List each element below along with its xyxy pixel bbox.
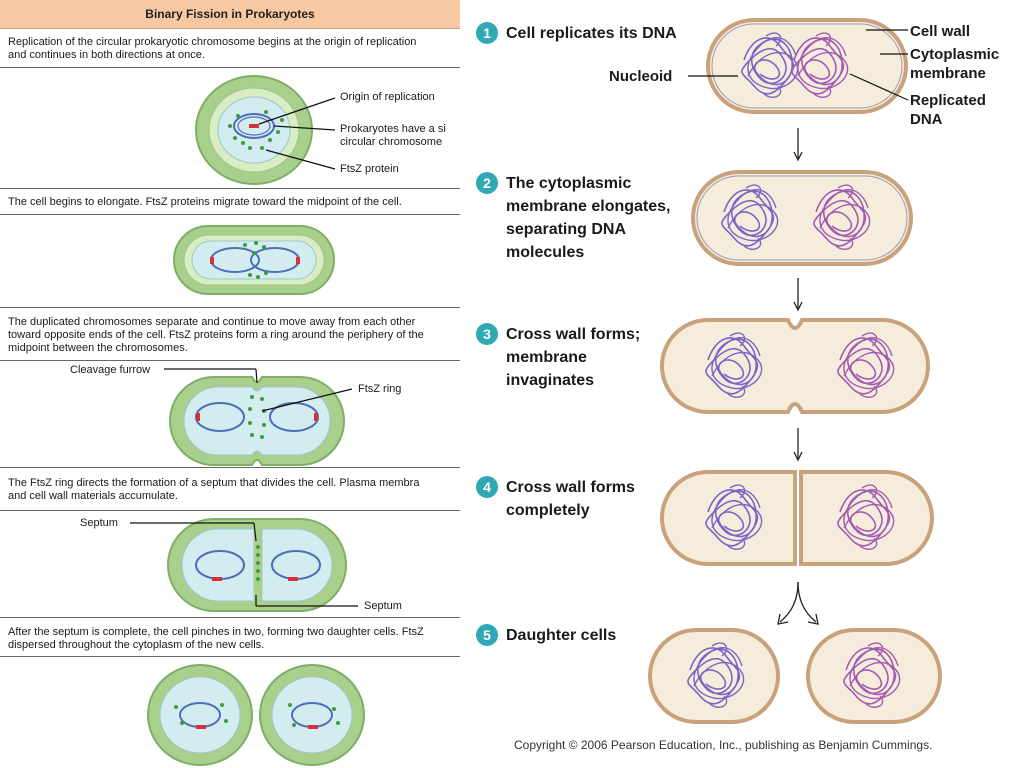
divider	[0, 617, 460, 618]
label-cleavage-furrow: Cleavage furrow	[70, 364, 151, 376]
divider	[0, 67, 460, 68]
label-origin-of-replication: Origin of replication	[340, 91, 435, 103]
stage-elongation	[0, 215, 460, 305]
divider	[0, 214, 460, 215]
step-text: Cross wall forms; membrane invaginates	[506, 326, 641, 389]
cell-diagram-separation	[164, 368, 353, 466]
openstax-binary-fission-panel: Binary Fission in Prokaryotes Replicatio…	[0, 0, 460, 768]
label-replicated-dna: Replicated DNA	[910, 92, 986, 128]
caption-septum: The FtsZ ring directs the formation of a…	[8, 477, 420, 502]
label-septum-bottom: Septum	[364, 600, 402, 612]
label-cytoplasmic-membrane: Cytoplasmic membrane	[910, 46, 1000, 82]
panel-title: Binary Fission in Prokaryotes	[145, 7, 315, 21]
copyright-notice: Copyright © 2006 Pearson Education, Inc.…	[514, 738, 933, 752]
caption-elongation: The cell begins to elongate. FtsZ protei…	[8, 196, 402, 208]
label-septum-top: Septum	[80, 517, 118, 529]
label-circular-chromosome: Prokaryotes have a si circular chromosom…	[340, 123, 446, 148]
pearson-binary-fission-panel: 1 Cell replicates its DNA 2 The cytoplas…	[462, 0, 1024, 768]
stage-septum: Septum Septum	[0, 511, 460, 617]
caption-daughter-cells: After the septum is complete, the cell p…	[8, 626, 424, 651]
stage-daughter-cells	[0, 657, 460, 768]
step-text: Cross wall forms completely	[506, 479, 635, 519]
step-number-badge: 5	[476, 624, 498, 646]
caption-separation: The duplicated chromosomes separate and …	[8, 316, 424, 354]
panel-header: Binary Fission in Prokaryotes	[0, 0, 460, 29]
step-text: The cytoplasmic membrane elongates, sepa…	[506, 175, 671, 261]
divider	[0, 360, 460, 361]
divider	[0, 656, 460, 657]
divider	[0, 188, 460, 189]
divider	[0, 510, 460, 511]
step-number-badge: 1	[476, 22, 498, 44]
step-number-badge: 3	[476, 323, 498, 345]
step-number-badge: 2	[476, 172, 498, 194]
cell-diagram-daughter-cells	[147, 664, 365, 766]
cell-diagram-replication	[195, 75, 336, 185]
stage-separation: Cleavage furrow FtsZ ring	[0, 361, 460, 467]
cell-diagram-septum	[130, 518, 358, 612]
label-nucleoid: Nucleoid	[609, 68, 673, 85]
cell-diagram-elongation	[173, 225, 335, 295]
label-ftsz-ring: FtsZ ring	[358, 383, 402, 395]
step-number-badge: 4	[476, 476, 498, 498]
divider	[0, 307, 460, 308]
caption-replication: Replication of the circular prokaryotic …	[8, 36, 417, 61]
bacteria-diagram	[648, 18, 942, 724]
step-text: Cell replicates its DNA	[506, 25, 677, 42]
stage-replication: Origin of replication Prokaryotes have a…	[0, 68, 460, 188]
divider	[0, 467, 460, 468]
label-cell-wall: Cell wall	[910, 23, 971, 40]
label-ftsz-protein: FtsZ protein	[340, 163, 399, 175]
step-text: Daughter cells	[506, 627, 617, 644]
